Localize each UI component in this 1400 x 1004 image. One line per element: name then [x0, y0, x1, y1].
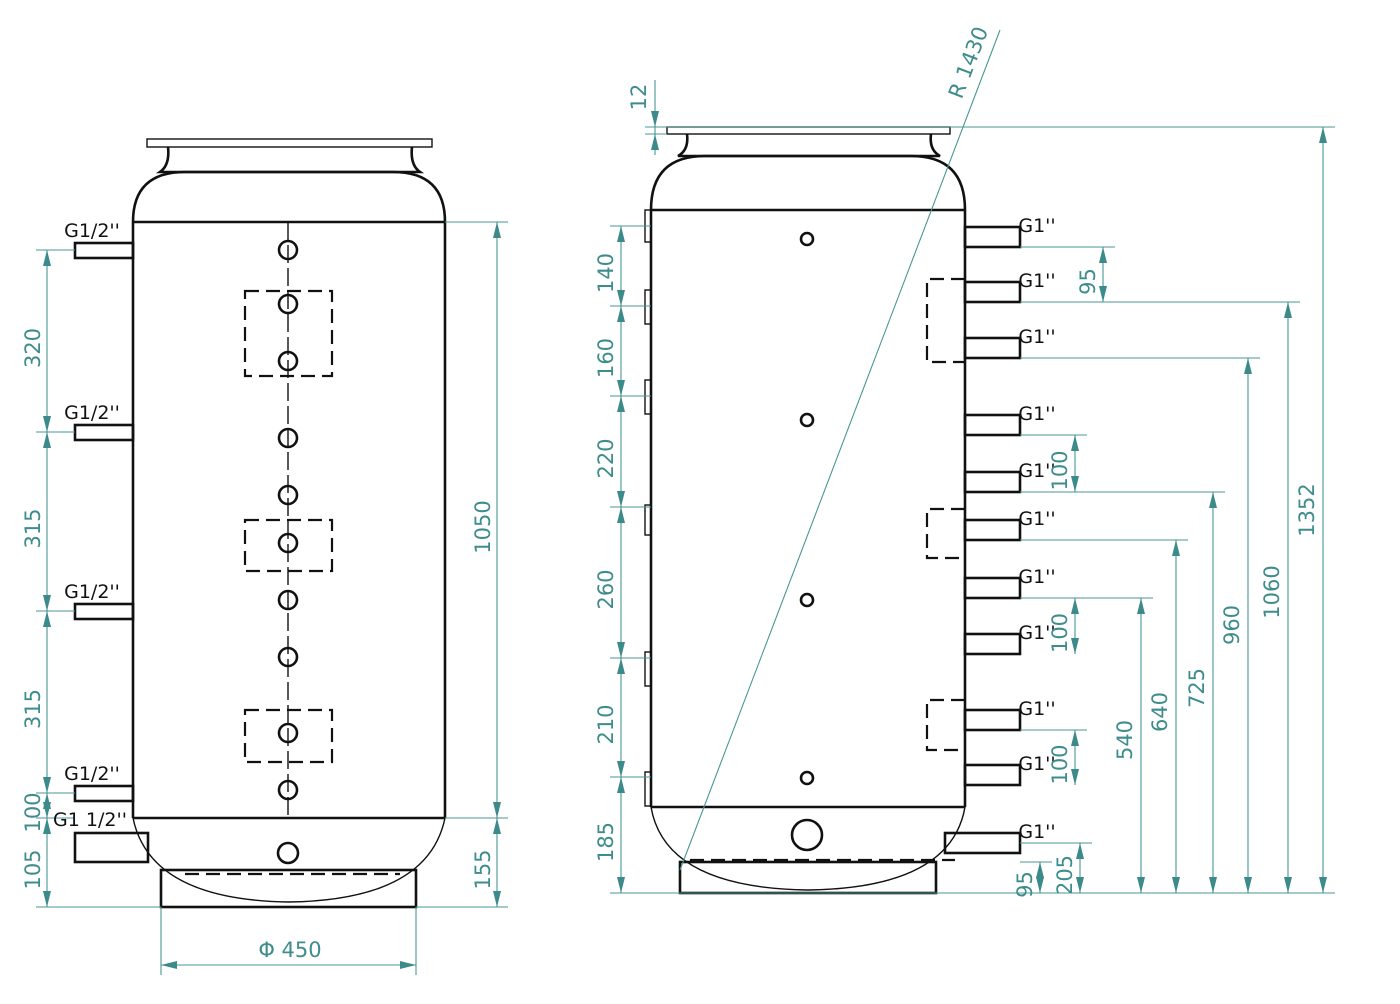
dimension-label: 100	[1048, 450, 1072, 490]
port-circle	[277, 350, 299, 372]
left-tank	[131, 138, 447, 909]
nozzle-label: G1''	[1018, 326, 1055, 348]
nozzle	[73, 602, 135, 621]
nozzle	[963, 632, 1022, 656]
dimension-label: 105	[21, 849, 45, 889]
dimension-label: 540	[1113, 720, 1137, 760]
dimension-label: 95	[1013, 871, 1037, 898]
dimension-label: 640	[1148, 692, 1172, 732]
port-circle	[277, 484, 299, 506]
nozzle	[73, 831, 150, 864]
shell	[649, 154, 967, 807]
dimension-label: 205	[1053, 855, 1077, 895]
nozzle	[963, 518, 1022, 542]
port-circle	[790, 818, 824, 852]
nozzle-label: G1''	[1018, 270, 1055, 292]
nozzle-label: G1/2''	[64, 402, 120, 424]
diameter-label: Φ 450	[258, 938, 321, 962]
neck	[155, 146, 425, 174]
base-skirt	[159, 868, 418, 909]
port-circle	[277, 239, 299, 261]
dimension-label: 315	[21, 689, 45, 729]
nozzle-label: G1/2''	[64, 763, 120, 785]
dimension-label: 185	[594, 822, 618, 862]
port-circle	[277, 427, 299, 449]
port-circle	[277, 779, 299, 801]
port-circle	[799, 770, 815, 786]
dimension-label: 100	[1048, 744, 1072, 784]
nozzle-label: G1''	[1018, 566, 1055, 588]
nozzle-label: G1''	[1018, 215, 1055, 237]
nozzle-label: G1/2''	[64, 220, 120, 242]
nozzle-label: G1''	[1018, 403, 1055, 425]
port-circle	[277, 589, 299, 611]
neck	[677, 133, 941, 158]
dimension-label: 100	[21, 792, 45, 832]
dimension-label: 320	[21, 328, 45, 368]
nozzle-label: G1''	[1018, 753, 1055, 775]
right-dimensions	[610, 80, 1335, 894]
dimension-label: 1060	[1260, 565, 1284, 618]
left-dimensions	[36, 221, 508, 975]
dimension-label: 1050	[471, 500, 495, 553]
nozzle-label: G1''	[1018, 622, 1055, 644]
nozzle	[963, 280, 1022, 304]
nozzle-label: G1 1/2''	[53, 809, 127, 831]
top-flange	[666, 126, 951, 135]
nozzle	[963, 576, 1022, 600]
port-circle	[277, 722, 299, 744]
nozzle-label: G1''	[1018, 460, 1055, 482]
nozzle-label: G1/2''	[64, 581, 120, 603]
nozzle	[73, 423, 135, 442]
dimension-label: 12	[627, 84, 651, 111]
nozzle-label: G1''	[1018, 508, 1055, 530]
dimension-label: 210	[594, 704, 618, 744]
dimension-label: 260	[594, 569, 618, 609]
dimension-label: 95	[1076, 268, 1100, 295]
radius-label: R 1430	[944, 23, 993, 101]
dimension-label: 100	[1048, 613, 1072, 653]
port-circle	[799, 412, 815, 428]
dimension-label: 1352	[1295, 483, 1319, 536]
dimension-label: 315	[21, 508, 45, 548]
radius-line	[679, 29, 1001, 871]
nozzle	[943, 831, 1022, 855]
nozzle	[73, 784, 135, 803]
port-circle	[277, 646, 299, 668]
nozzle	[963, 413, 1022, 437]
port-circle	[277, 532, 299, 554]
dimension-label: 960	[1220, 605, 1244, 645]
dimension-label: 725	[1185, 668, 1209, 708]
nozzle	[73, 241, 135, 260]
nozzle	[963, 470, 1022, 494]
port-circle	[277, 293, 299, 315]
top-flange	[146, 138, 433, 148]
shell	[131, 170, 447, 818]
nozzle-label: G1''	[1018, 698, 1055, 720]
dimension-label: 155	[471, 849, 495, 889]
dimension-label: 140	[594, 253, 618, 293]
dimension-label: 160	[594, 338, 618, 378]
nozzle	[963, 336, 1022, 360]
nozzle-label: G1''	[1018, 821, 1055, 843]
dimension-label: 220	[594, 438, 618, 478]
port-circle	[799, 592, 815, 608]
right-tank	[644, 29, 1001, 895]
nozzle	[963, 225, 1022, 249]
port-circle	[276, 841, 300, 865]
nozzle	[963, 708, 1022, 732]
nozzle	[963, 763, 1022, 787]
port-circle	[799, 231, 815, 247]
